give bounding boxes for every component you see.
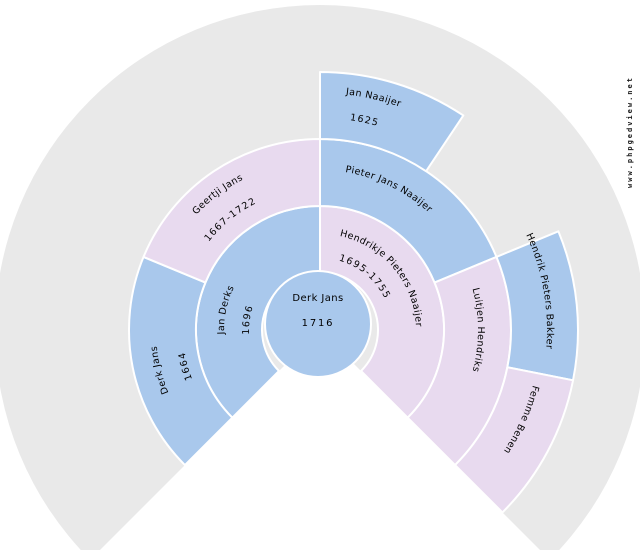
phpgedview-watermark: www.phpgedview.net — [626, 76, 634, 188]
maternal-grandmother-name-label: Luitjen Hendriks — [470, 287, 486, 374]
center-person-name: Derk Jans — [292, 293, 343, 304]
sector-maternal-grandfather-father[interactable] — [319, 71, 465, 173]
sector-center-person[interactable] — [264, 270, 372, 378]
center-person-date: 1716 — [302, 318, 335, 329]
sector-maternal-grandmother-mother[interactable] — [454, 366, 575, 514]
